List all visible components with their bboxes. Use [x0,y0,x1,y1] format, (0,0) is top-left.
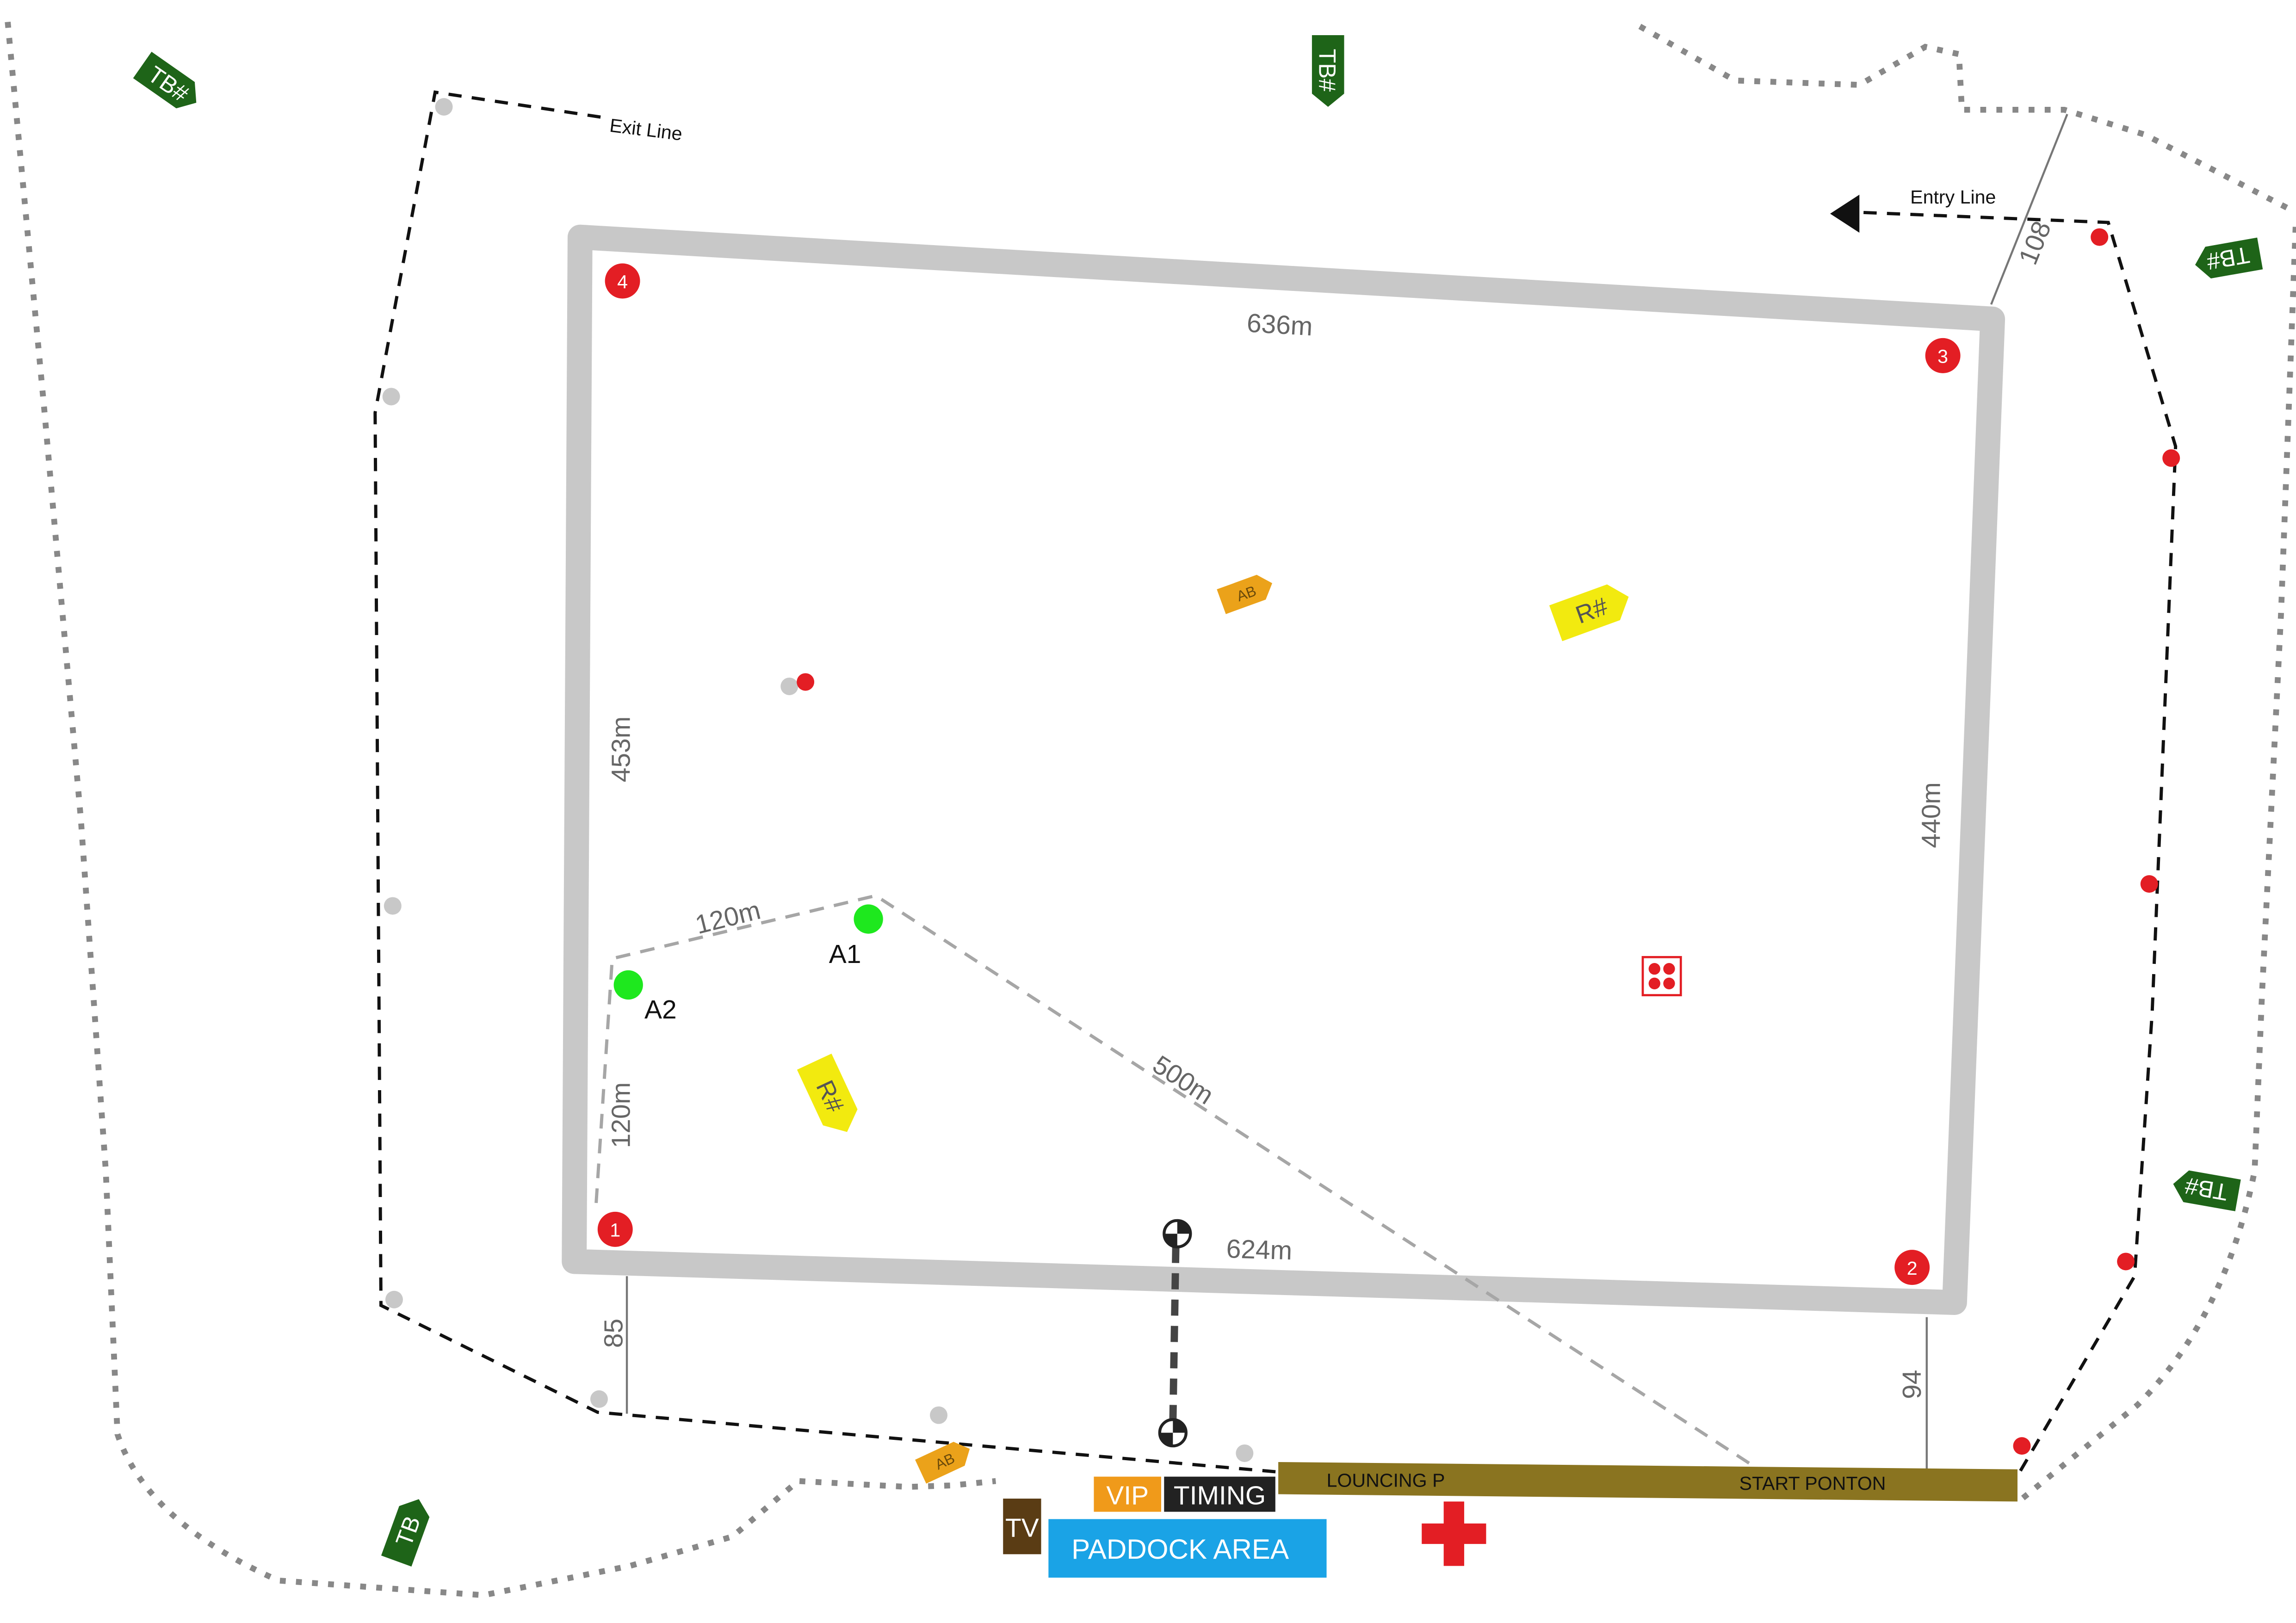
length-diagonal: 500m [1147,1049,1219,1110]
timing-label: TIMING [1174,1481,1266,1511]
ab-boat-center: AB [1217,574,1272,614]
start-grid-icon [1641,956,1682,996]
exit-line-label: Exit Line [608,115,683,145]
start-ponton-label: START PONTON [1739,1473,1886,1494]
shoreline-right [2018,227,2296,1503]
length-bottom: 624m [1226,1234,1293,1265]
red-buoy [2140,875,2158,893]
grey-buoy [1236,1444,1254,1462]
start-line [1169,1247,1180,1423]
checkered-flag-icon [1163,1219,1192,1248]
offset-bottom-right: 94 [1897,1370,1927,1399]
red-buoy [797,673,815,691]
ab-boat-bottom: AB [915,1442,970,1484]
offset-top-right: 108 [2013,217,2057,269]
offset-bottom-left: 85 [599,1319,629,1348]
paddock-label: PADDOCK AREA [1071,1534,1289,1565]
tb-boat-top-left: TB# [133,51,197,109]
shoreline-left [5,21,996,1598]
arrow-left-icon [1830,194,1860,233]
rescue-boat-left: R# [797,1053,858,1132]
corner-buoy-label: 3 [1937,346,1948,367]
grey-buoy [930,1406,948,1424]
grey-buoy [590,1390,608,1408]
length-top: 636m [1246,308,1313,341]
start-ponton [1278,1462,2018,1502]
corner-buoy-4: 4 [605,263,640,299]
timing-area [1164,1476,1275,1512]
red-buoy [2013,1437,2031,1455]
course-boundary [562,224,2005,1315]
offset-line-top-right [1990,113,2068,305]
grey-buoy [435,98,453,116]
exit-route [373,90,1281,1474]
medical-cross-icon [1422,1501,1486,1566]
grey-buoy [382,388,400,406]
corner-buoy-1: 1 [597,1211,633,1247]
checkered-flag-icon [1158,1418,1188,1448]
mark-a2-label: A2 [644,995,677,1024]
launching-ponton-label: LOUNCING P [1327,1470,1445,1491]
red-buoy [2162,449,2180,467]
corner-buoy-label: 2 [1907,1258,1918,1279]
mark-a2 [613,970,643,1000]
entry-route [1856,210,2178,1472]
length-right: 440m [1916,782,1946,848]
tv-area [1003,1499,1041,1555]
shoreline-top-right [1638,24,2296,215]
grey-buoy [384,897,402,915]
corner-buoy-label: 4 [617,271,628,292]
red-buoys [797,228,2180,1455]
paddock-area [1048,1519,1327,1578]
tv-label: TV [1005,1513,1039,1543]
red-buoy [2091,228,2109,246]
corner-buoy-label: 1 [610,1220,620,1241]
grey-buoys [382,98,1254,1462]
tb-boat-bottom-left: TB [381,1499,430,1567]
grey-buoy [385,1290,403,1308]
grey-buoy [780,677,798,695]
tb-boat-top-center: TB# [1312,35,1344,107]
entry-line-label: Entry Line [1910,186,1996,208]
corner-buoy-2: 2 [1894,1250,1930,1285]
mark-a1 [854,904,883,934]
tb-boat-right-top: TB# [2195,237,2263,279]
length-a2-corner: 120m [606,1082,636,1148]
rescue-boat-center: R# [1549,584,1629,642]
mark-a1-label: A1 [829,939,861,969]
length-a1-a2: 120m [693,895,764,940]
tb-boat-label: TB# [1314,49,1341,92]
length-left: 453m [606,716,636,782]
corner-buoy-3: 3 [1925,338,1961,373]
red-buoy [2117,1253,2135,1271]
course-inner-dashed-line [594,894,1751,1465]
vip-label: VIP [1106,1481,1149,1511]
vip-area [1094,1476,1161,1512]
tb-boat-right-bottom: TB# [2173,1170,2241,1211]
